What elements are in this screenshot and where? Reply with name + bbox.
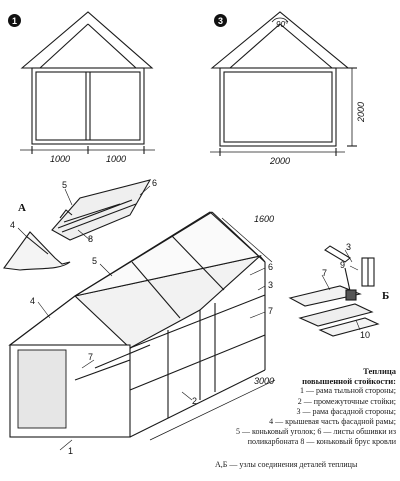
legend-item-2: 2 — промежуточные стойки; [297,396,396,406]
leader-lines [17,185,361,451]
callout-7-door: 7 [88,352,94,362]
callout-5-detail: 5 [62,180,68,190]
rear-frame-view [20,11,155,154]
view-3-badge: 3 [214,14,227,27]
door [17,349,67,429]
callout-5-main: 5 [92,256,98,266]
dim-length: 3000 [254,376,275,386]
callout-6-detail: 6 [152,178,158,188]
front-frame-body [219,67,337,147]
legend-item-6: поликарбоната 8 — коньковый брус кровли [247,437,396,447]
callout-4-main: 4 [30,296,36,306]
callout-3-detail-b: 3 [346,242,352,252]
callout-7-detail-b: 7 [322,268,328,278]
rear-frame-body [31,67,145,145]
front-frame-view [210,11,357,156]
callout-1-main: 1 [68,446,74,456]
callout-6-main: 6 [268,262,274,272]
callout-3-main: 3 [268,280,274,290]
callout-8-detail: 8 [88,234,94,244]
legend-item-5: 5 — коньковый уголок; 6 — листы обшивки … [236,427,396,437]
detail-b-letter: Б [382,290,390,302]
detail-b-corner-joint [288,245,380,337]
legend-item-1: 1 — рама тыльной стороны; [299,386,396,396]
legend-item-4: 4 — крышевая часть фасадной рамы; [269,417,396,427]
dim-width-total: 2000 [270,156,291,166]
callout-4-detail: 4 [10,220,16,230]
callout-2-main: 2 [192,396,198,406]
greenhouse-3d [8,211,276,441]
rear-frame-roof [20,11,154,69]
dim-width-left: 1000 [50,154,71,164]
caption-footer: А,Б — узлы соединения деталей теплицы [215,460,358,469]
dim-rafter-length: 1600 [254,214,275,224]
legend-title: Теплица [363,366,396,376]
callout-10-detail-b: 10 [360,330,371,340]
legend-subtitle: повышенной стойкости: [302,376,396,387]
callout-9-detail-b: 9 [340,260,346,270]
detail-a-letter: А [18,202,26,214]
callout-7-main: 7 [268,306,274,316]
legend-item-3: 3 — рама фасадной стороны; [296,406,397,416]
roof-angle-label: 90° [276,20,289,29]
detail-a-ridge-joint [3,179,152,271]
legend: Теплица повышенной стойкости: 1 — рама т… [198,366,396,448]
dim-width-right: 1000 [106,154,127,164]
view-1-badge: 1 [8,14,21,27]
dim-height: 2000 [356,101,366,122]
